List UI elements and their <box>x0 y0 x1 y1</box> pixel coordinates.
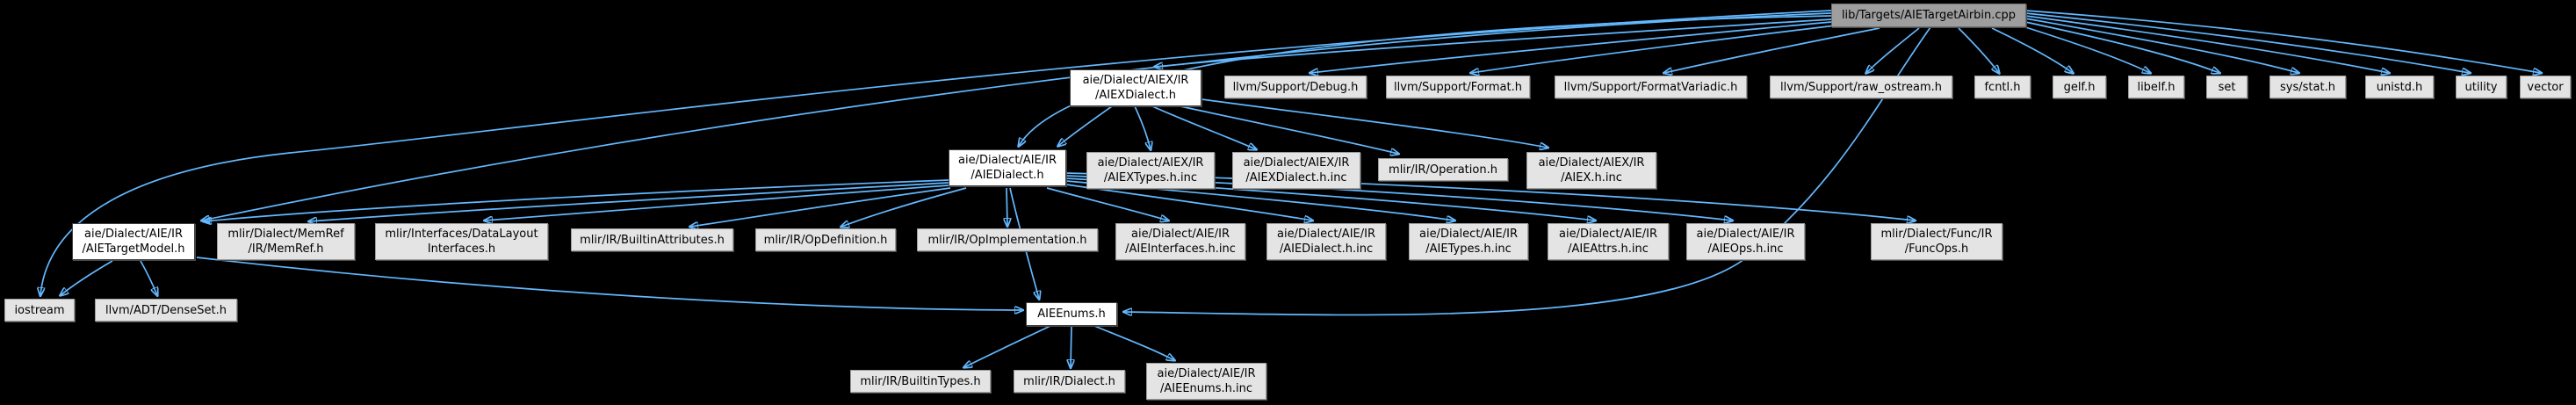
node-aie-attrs-h-inc: aie/Dialect/AIE/IR/AIEAttrs.h.inc <box>1548 223 1669 260</box>
edge-root-vector <box>2024 10 2541 73</box>
node-llvm-adt-denseset-h: llvm/ADT/DenseSet.h <box>95 299 237 322</box>
edge-root-target-model <box>202 12 1832 221</box>
node-mlir-ir-builtintypes-h: mlir/IR/BuiltinTypes.h <box>850 370 991 393</box>
edge-aiedialect-datalayout <box>485 184 949 221</box>
node-aie-types-h-inc: aie/Dialect/AIE/IR/AIETypes.h.inc <box>1409 223 1528 260</box>
edge-aiedialect-builtinattrs <box>690 187 951 227</box>
node-aie-enums-h-inc: aie/Dialect/AIE/IR/AIEEnums.h.inc <box>1146 363 1266 400</box>
node-llvm-support-formatvariadic-h: llvm/Support/FormatVariadic.h <box>1555 76 1747 98</box>
node-aie-target-model-h[interactable]: aie/Dialect/AIE/IR/AIETargetModel.h <box>72 223 195 260</box>
node-mlir-ir-builtinattributes-h: mlir/IR/BuiltinAttributes.h <box>571 228 733 251</box>
node-iostream: iostream <box>4 299 75 322</box>
edge-root-debug <box>1310 21 1832 73</box>
node-unistd-h: unistd.h <box>2365 76 2434 98</box>
edge-targetmodel-aieenums <box>196 257 1022 310</box>
edge-root-aiex-dialect <box>1155 18 1832 67</box>
edge-root-gelf <box>1991 27 2073 73</box>
edge-aiedialect-memref <box>309 182 949 221</box>
edge-aiedialect-opdef <box>841 187 967 227</box>
node-mlir-ir-dialect-h: mlir/IR/Dialect.h <box>1014 370 1125 393</box>
node-aie-dialect-h-inc: aie/Dialect/AIE/IR/AIEDialect.h.inc <box>1266 223 1386 260</box>
edge-aiedialect-aieinterfacesinc <box>1046 187 1168 221</box>
edge-root-set <box>2024 21 2219 73</box>
node-aietargetairbin-cpp: lib/Targets/AIETargetAirbin.cpp <box>1831 4 2026 27</box>
edge-root-format <box>1471 25 1836 73</box>
node-mlir-func-funcops-h: mlir/Dialect/Func/IR/FuncOps.h <box>1871 223 2002 260</box>
edge-aiexdialect-aiexdialectinc <box>1151 105 1256 149</box>
edge-root-iostream <box>40 10 1832 295</box>
edge-targetmodel-denseset <box>140 260 157 295</box>
edge-aiedialect-targetmodel <box>204 179 949 221</box>
node-aiex-types-h-inc: aie/Dialect/AIEX/IR/AIEXTypes.h.inc <box>1086 152 1215 189</box>
edge-root-utility <box>2024 12 2470 73</box>
node-aieenums-h[interactable]: AIEEnums.h <box>1026 302 1117 326</box>
node-fcntl-h: fcntl.h <box>1974 76 2031 98</box>
edge-aieenums-aieenumsinc <box>1093 325 1174 360</box>
node-mlir-ir-opimplementation-h: mlir/IR/OpImplementation.h <box>917 228 1098 251</box>
edge-aiexdialect-aiedialect <box>1058 105 1113 146</box>
node-aie-dialect-h[interactable]: aie/Dialect/AIE/IR/AIEDialect.h <box>949 149 1066 186</box>
node-aiex-dialect-h-inc: aie/Dialect/AIEX/IR/AIEXDialect.h.inc <box>1232 152 1360 189</box>
node-utility: utility <box>2456 76 2507 98</box>
node-llvm-support-raw-ostream-h: llvm/Support/raw_ostream.h <box>1770 76 1952 98</box>
edge-root-formatvariadic <box>1664 27 1880 73</box>
edge-aiexdialect-aiextypesinc <box>1134 105 1151 149</box>
node-aiex-dialect-h[interactable]: aie/Dialect/AIEX/IR/AIEXDialect.h <box>1070 69 1201 106</box>
node-llvm-support-format-h: llvm/Support/Format.h <box>1386 76 1530 98</box>
node-vector: vector <box>2520 76 2571 98</box>
node-libelf-h: libelf.h <box>2128 76 2184 98</box>
edge-aiedialect-aiedialectinc <box>1065 184 1312 221</box>
edge-aiexdialect-operation <box>1172 104 1398 154</box>
edge-root-fcntl <box>1958 27 1999 73</box>
node-aie-interfaces-h-inc: aie/Dialect/AIE/IR/AIEInterfaces.h.inc <box>1115 223 1245 260</box>
edge-aiexdialect-aiexhinc <box>1201 98 1548 148</box>
node-aiex-h-inc: aie/Dialect/AIEX/IR/AIEX.h.inc <box>1526 152 1656 189</box>
node-sys-stat-h: sys/stat.h <box>2269 76 2346 98</box>
edge-root-raw-ostream <box>1866 27 1920 73</box>
edge-aieenums-builtintypes <box>964 325 1051 367</box>
node-gelf-h: gelf.h <box>2053 76 2106 98</box>
node-llvm-support-debug-h: llvm/Support/Debug.h <box>1224 76 1367 98</box>
edge-root-sysstat <box>2024 18 2298 73</box>
edge-root-aieenums <box>1124 26 1931 315</box>
node-mlir-dialect-memref-h: mlir/Dialect/MemRef/IR/MemRef.h <box>217 223 355 260</box>
edge-root-libelf <box>2019 25 2150 73</box>
node-set: set <box>2206 76 2248 98</box>
node-mlir-ir-operation-h: mlir/IR/Operation.h <box>1378 158 1508 181</box>
edge-targetmodel-iostream <box>61 260 113 295</box>
node-mlir-ir-opdefinition-h: mlir/IR/OpDefinition.h <box>755 228 896 251</box>
node-aie-ops-h-inc: aie/Dialect/AIE/IR/AIEOps.h.inc <box>1686 223 1805 260</box>
edge-root-unistd <box>2024 15 2389 73</box>
edge-aieenums-dialect <box>1071 325 1072 367</box>
